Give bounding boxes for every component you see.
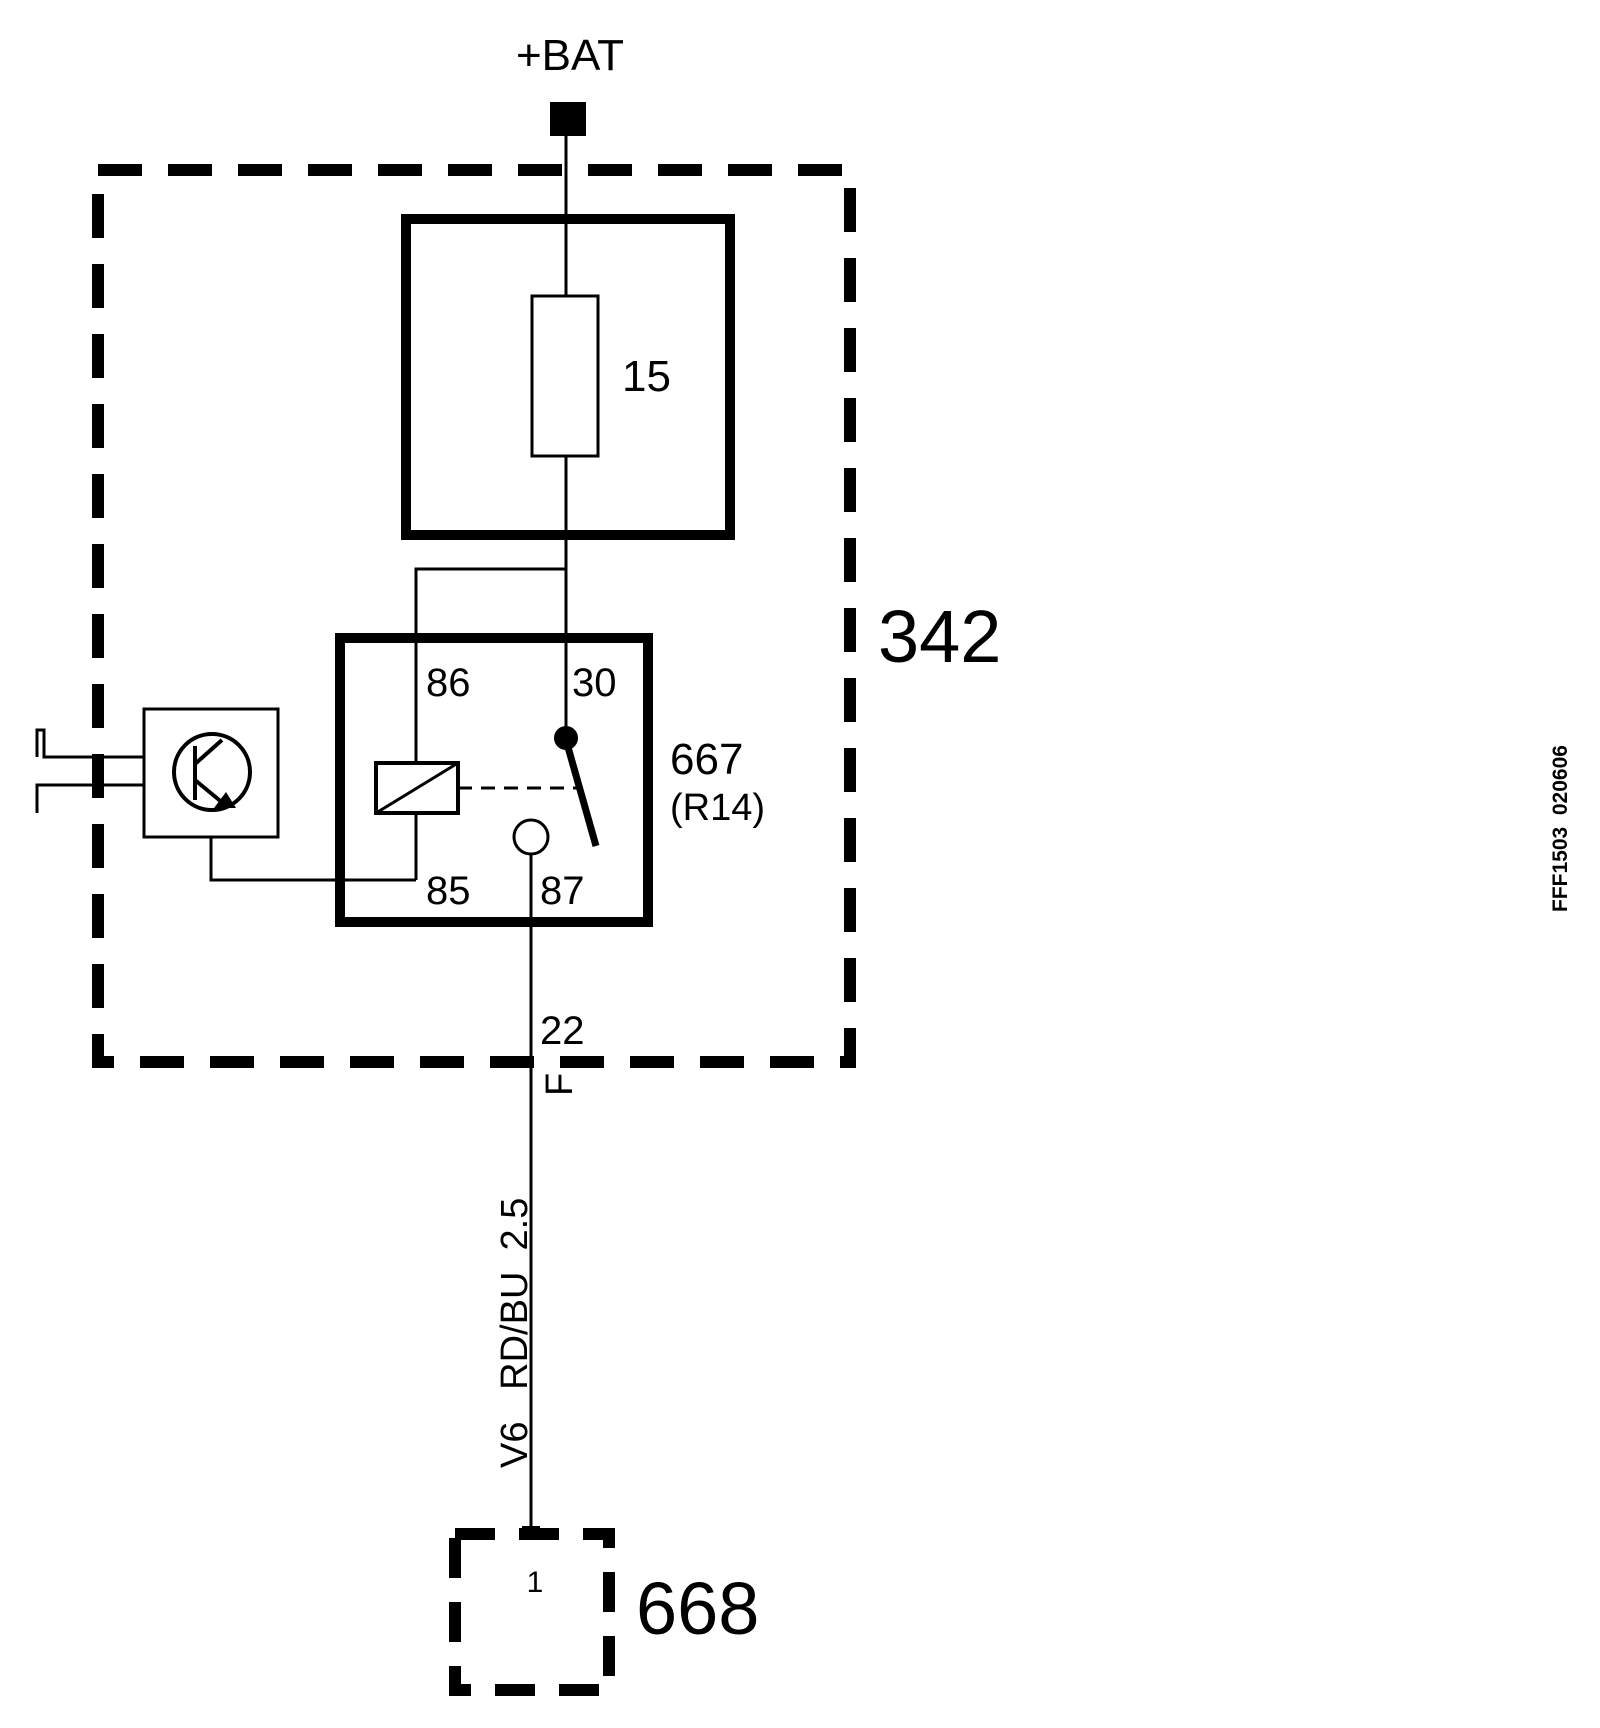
control-input-lower xyxy=(35,783,144,813)
relay-pin-85: 85 xyxy=(426,869,471,913)
relay-code: (R14) xyxy=(670,787,765,829)
power-label: +BAT xyxy=(516,31,624,80)
relay-pin-86: 86 xyxy=(426,661,471,705)
connector-668-pin: 1 xyxy=(527,1566,544,1599)
control-to-coil-wire xyxy=(209,837,416,882)
relay-id: 667 xyxy=(670,735,743,784)
exit-connector-label: F xyxy=(539,1073,581,1096)
coil-feed-wire xyxy=(414,567,566,763)
relay-switch-arm xyxy=(562,739,600,847)
relay-pin-30: 30 xyxy=(572,661,617,705)
transistor-emitter xyxy=(193,778,226,806)
module-342-label: 342 xyxy=(878,595,1001,678)
control-module xyxy=(142,707,280,839)
connector-668-terminal xyxy=(522,1526,540,1540)
control-input-upper xyxy=(35,728,144,759)
transistor-collector xyxy=(193,738,224,766)
exit-pin-label: 22 xyxy=(540,1009,585,1053)
relay-pin-87: 87 xyxy=(540,869,585,913)
fuse-box xyxy=(401,214,735,540)
relay-contact-87 xyxy=(512,818,550,856)
module-342-boundary xyxy=(92,164,856,1068)
connector-668-boundary xyxy=(449,1528,615,1696)
figure-code: FFF1503 020606 xyxy=(1549,745,1572,912)
transistor-icon xyxy=(172,732,252,812)
connector-668-label: 668 xyxy=(636,1567,759,1650)
relay-coil-winding xyxy=(375,761,459,815)
battery-terminal xyxy=(550,102,586,136)
transistor-emitter-arrow xyxy=(214,792,236,808)
relay-switch-pivot xyxy=(554,726,578,750)
fuse-element xyxy=(530,294,600,458)
relay-box xyxy=(335,633,653,927)
wire-label: V6 RD/BU 2.5 xyxy=(494,1198,536,1468)
fuse-number: 15 xyxy=(622,352,671,401)
